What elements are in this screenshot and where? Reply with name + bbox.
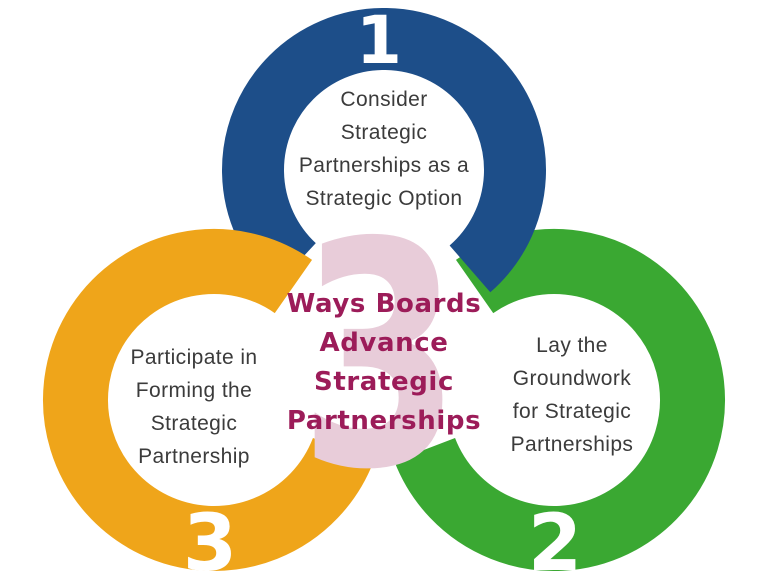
text-line: Groundwork: [512, 367, 632, 390]
text-line: Participate in: [130, 346, 258, 369]
ring-top-blue: [222, 8, 546, 293]
text-line: Strategic: [340, 121, 428, 144]
text-line: Strategic: [150, 412, 238, 435]
text-line: Partnerships as a: [298, 154, 470, 177]
text-line: Forming the: [135, 379, 253, 402]
ring-top-label: Consider Strategic Partnerships as a Str…: [264, 83, 504, 215]
center-title-line: Advance: [319, 328, 449, 358]
center-title-line: Partnerships: [286, 406, 482, 436]
center-title-line: Strategic: [314, 367, 454, 397]
ring-left-number: 3: [183, 499, 237, 576]
ring-right-green: [394, 229, 725, 571]
center-title-line: Ways Boards: [286, 289, 482, 319]
ring-left-yellow: [43, 229, 374, 571]
text-line: Consider: [340, 88, 428, 111]
text-line: Partnership: [138, 445, 250, 468]
text-line: Partnerships: [510, 433, 634, 456]
center-backdrop-number: 3: [299, 177, 461, 538]
ring-left-label: Participate in Forming the Strategic Par…: [79, 341, 309, 473]
text-line: Lay the: [536, 334, 608, 357]
ring-top-number: 1: [356, 2, 402, 79]
text-line: Strategic Option: [305, 187, 463, 210]
ring-right-number: 2: [528, 499, 582, 576]
ring-right-label: Lay the Groundwork for Strategic Partner…: [452, 329, 692, 461]
center-title: Ways Boards Advance Strategic Partnershi…: [287, 285, 482, 441]
text-line: for Strategic: [512, 400, 632, 423]
